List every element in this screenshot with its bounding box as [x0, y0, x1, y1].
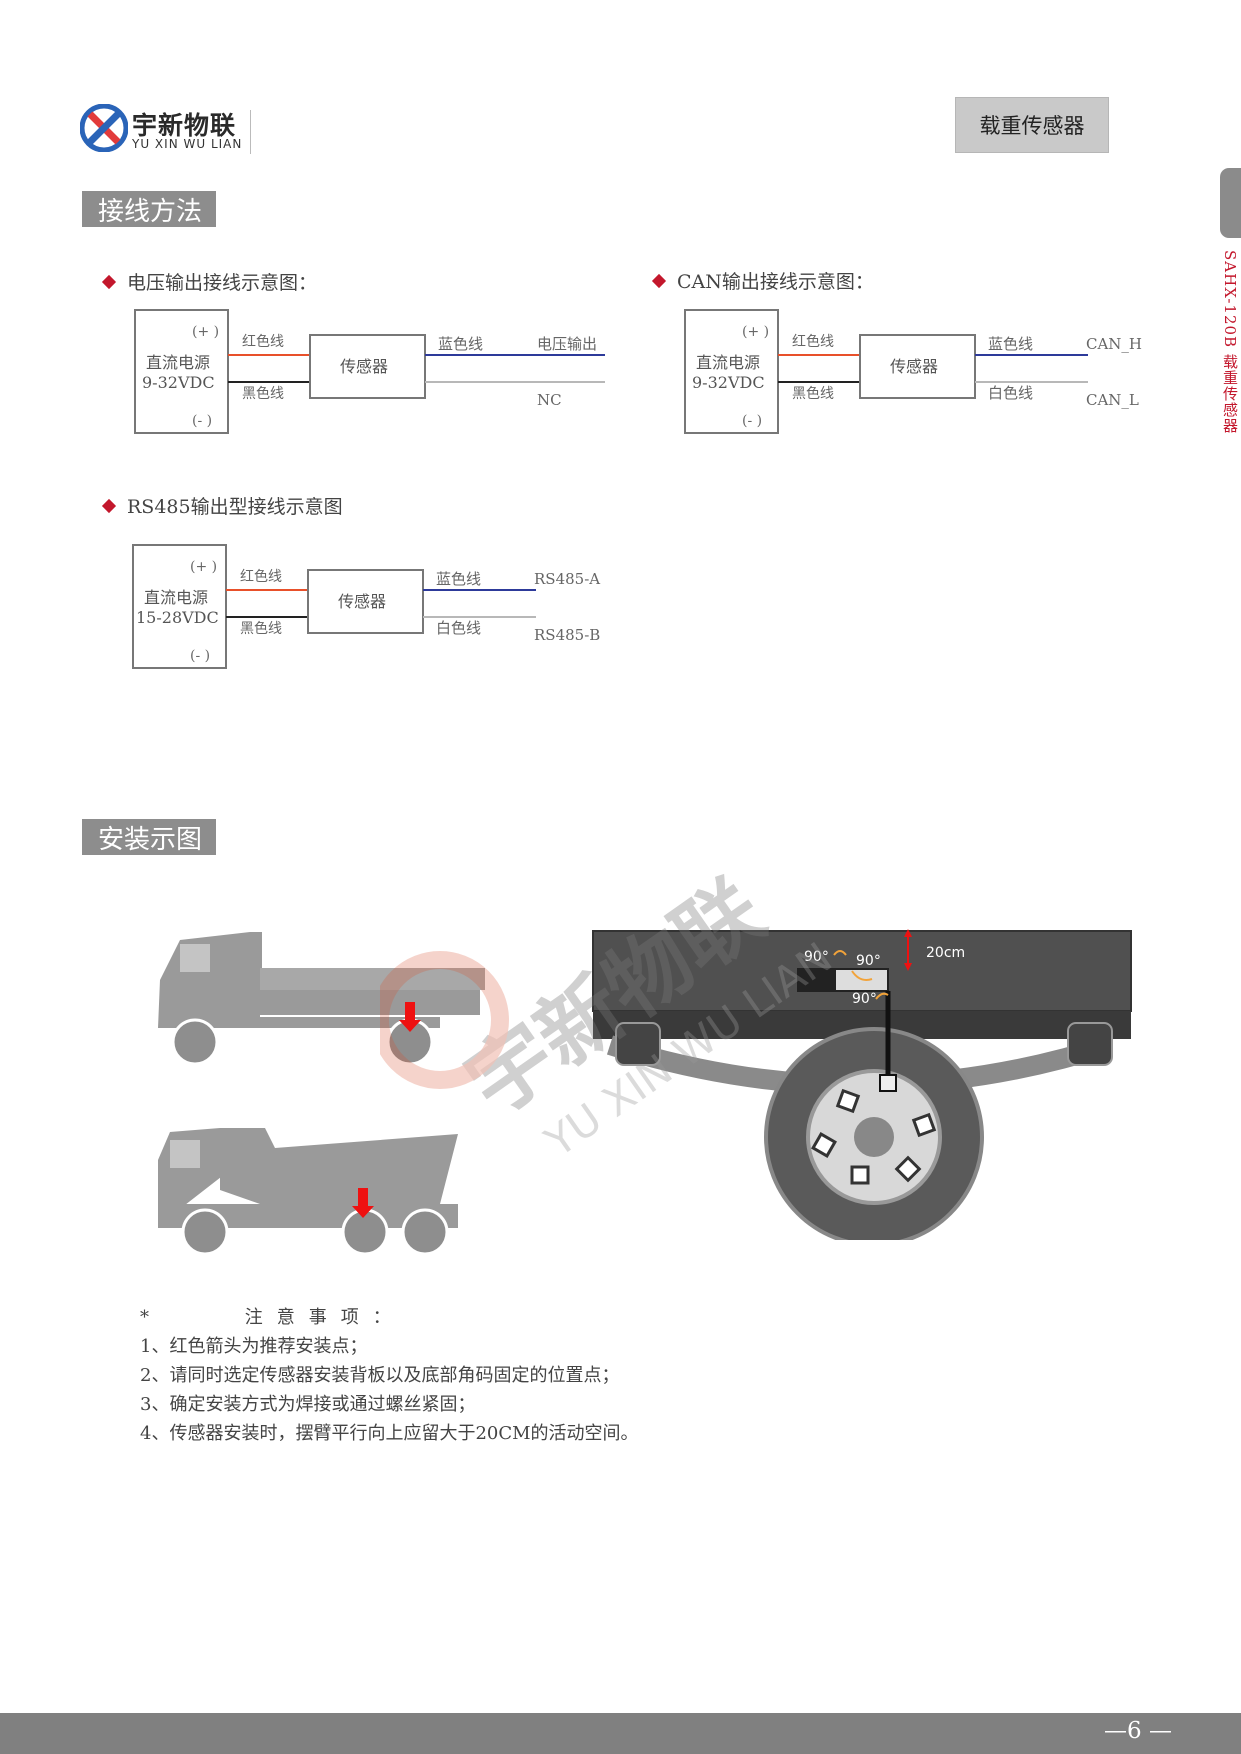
power-box: [684, 309, 779, 434]
can-diagram-title: CAN输出接线示意图：: [651, 267, 874, 294]
spring-bracket-left: [615, 1022, 661, 1066]
clearance-label: 20cm: [926, 945, 965, 961]
side-tab: [1220, 168, 1241, 238]
output2-label: RS485-B: [534, 626, 600, 644]
minus-label: (- ): [742, 413, 762, 429]
black-wire-label: 黑色线: [240, 620, 282, 637]
power-box: [132, 544, 227, 669]
minus-label: (- ): [192, 413, 212, 429]
front-wheel: [171, 1018, 219, 1066]
logo-mark-icon: [79, 103, 129, 153]
black-wire-label: 黑色线: [242, 385, 284, 402]
power-label: 直流电源: [146, 353, 210, 372]
notes-heading: * 注意事项：: [140, 1307, 405, 1328]
rim-hole: [811, 1132, 837, 1158]
dump-front-wheel: [181, 1208, 229, 1256]
minus-label: (- ): [190, 648, 210, 664]
sensor-box: [309, 334, 426, 399]
dump-rear-wheel: [401, 1208, 449, 1256]
can-wiring-diagram: (+ ) 直流电源 9-32VDC (- ) 红色线 黑色线 传感器 蓝色线 白…: [684, 309, 1142, 434]
sensor-mount-plate: [798, 969, 836, 991]
wheel-hub: [854, 1117, 894, 1157]
output1-label: CAN_H: [1086, 335, 1142, 353]
blue-wire-label: 蓝色线: [988, 335, 1033, 353]
page-number: —6 —: [1104, 1718, 1172, 1744]
power-label: 直流电源: [696, 353, 760, 372]
power-voltage: 9-32VDC: [142, 373, 215, 392]
blue-wire-label: 蓝色线: [438, 335, 483, 353]
voltage-diagram-title: 电压输出接线示意图：: [101, 268, 317, 295]
rim-hole: [850, 1165, 870, 1185]
angle-label: 90°: [856, 953, 881, 969]
white-wire-label: 白色线: [436, 619, 481, 637]
output2-label: CAN_L: [1086, 391, 1139, 409]
diamond-bullet-icon: [101, 274, 117, 289]
company-logo: [79, 103, 252, 156]
black-wire-label: 黑色线: [792, 385, 834, 402]
diamond-bullet-icon: [651, 273, 667, 288]
plus-label: (+ ): [742, 324, 769, 340]
power-voltage: 15-28VDC: [136, 608, 219, 627]
sensor-box: [307, 569, 424, 634]
sensor-label: 传感器: [340, 357, 388, 376]
logo-divider: [250, 110, 251, 154]
note-item: 2、请同时选定传感器安装背板以及底部角码固定的位置点；: [140, 1365, 620, 1386]
angle-arc-icon: [851, 970, 873, 981]
note-item: 4、传感器安装时，摆臂平行向上应留大于20CM的活动空间。: [140, 1423, 639, 1444]
sensor-label: 传感器: [890, 357, 938, 376]
section-title-install: 安装示图: [82, 819, 216, 855]
note-item: 1、红色箭头为推荐安装点；: [140, 1336, 368, 1357]
angle-label: 90°: [804, 949, 829, 965]
rim-hole: [911, 1112, 937, 1138]
power-label: 直流电源: [144, 588, 208, 607]
power-voltage: 9-32VDC: [692, 373, 765, 392]
rim-hole: [894, 1155, 922, 1183]
red-wire-label: 红色线: [792, 333, 834, 350]
footer-bar: [0, 1713, 1241, 1754]
section-title-wiring: 接线方法: [82, 191, 216, 227]
white-wire-label: 白色线: [988, 384, 1033, 402]
arm-fixing-bracket: [879, 1074, 897, 1092]
install-point-arrow-icon: [352, 1188, 374, 1218]
rim-hole: [835, 1088, 861, 1114]
output1-label: 电压输出: [537, 335, 597, 353]
watermark: 宇新物联 YU XIN WU LIAN: [380, 861, 841, 1167]
install-point-arrow-icon: [399, 1002, 421, 1032]
diamond-bullet-icon: [101, 498, 117, 513]
rs485-diagram-title: RS485输出型接线示意图: [101, 492, 343, 519]
sensor-install-detail: 20cm 90° 90° 90°: [592, 929, 1132, 1240]
dump-mid-wheel: [341, 1208, 389, 1256]
voltage-wiring-diagram: (+ ) 直流电源 9-32VDC (- ) 红色线 黑色线 传感器 蓝色线 电…: [134, 309, 605, 434]
rs485-wiring-diagram: (+ ) 直流电源 15-28VDC (- ) 红色线 黑色线 传感器 蓝色线 …: [132, 544, 600, 669]
watermark-logo-icon: [380, 951, 509, 1089]
angle-arc-icon: [875, 992, 889, 1000]
dump-body: [220, 1128, 458, 1204]
angle-label: 90°: [852, 991, 877, 1007]
truck-bed: [260, 968, 485, 990]
red-wire-label: 红色线: [240, 568, 282, 585]
truck-window: [180, 944, 210, 972]
side-model-text: SAHX-120B 载重传感器: [1221, 250, 1239, 434]
power-box: [134, 309, 229, 434]
product-badge: 载重传感器: [955, 97, 1109, 153]
plus-label: (+ ): [190, 559, 217, 575]
dump-truck-window: [170, 1140, 200, 1168]
angle-arc-icon: [833, 950, 847, 956]
spring-bracket-right: [1067, 1022, 1113, 1066]
blue-wire-label: 蓝色线: [436, 570, 481, 588]
dump-truck-illustration: [158, 1128, 458, 1256]
plus-label: (+ ): [192, 324, 219, 340]
output2-label: NC: [537, 391, 562, 409]
flatbed-truck-illustration: [158, 932, 485, 1066]
note-item: 3、确定安装方式为焊接或通过螺丝紧固；: [140, 1394, 476, 1415]
install-notes: * 注意事项： 1、红色箭头为推荐安装点； 2、请同时选定传感器安装背板以及底部…: [140, 1303, 639, 1448]
logo-text-en: YU XIN WU LIAN: [132, 137, 243, 151]
sensor-label: 传感器: [338, 592, 386, 611]
red-wire-label: 红色线: [242, 333, 284, 350]
sensor-box: [859, 334, 976, 399]
logo-text-cn: 宇新物联: [132, 111, 237, 140]
output1-label: RS485-A: [534, 570, 600, 588]
